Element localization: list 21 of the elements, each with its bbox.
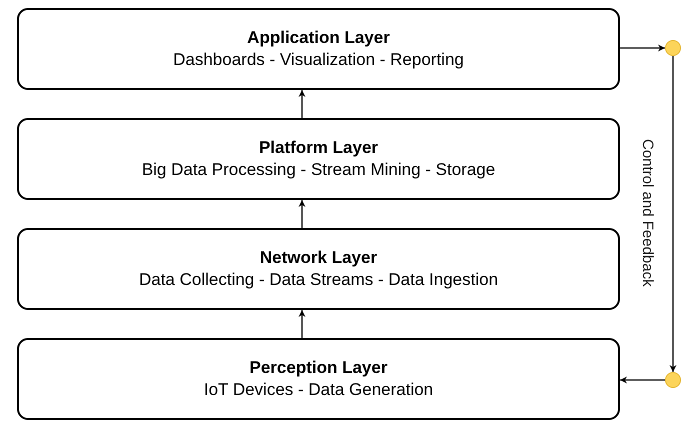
arrow [620,376,665,384]
arrow [620,44,665,52]
layer-description: Data Collecting - Data Streams - Data Ingestion [138,269,498,291]
layer-box [17,8,620,90]
layer-description: IoT Devices - Data Generation [204,379,434,401]
arrow [298,90,306,118]
arrow [298,200,306,228]
edge-label: Control and Feedback [639,139,656,287]
arrow [298,310,306,338]
layer-box [17,228,620,310]
layer-title: Application Layer [247,27,390,49]
layer-description: Dashboards - Visualization - Reporting [173,49,464,71]
arrow [670,56,676,372]
layer-box [17,338,620,420]
connector-dot [665,372,681,388]
layer-box [17,118,620,200]
layer-title: Perception Layer [250,357,388,379]
layer-title: Platform Layer [258,137,378,159]
layer-title: Network Layer [260,247,378,269]
connector-dot [665,40,681,56]
layer-description: Big Data Processing - Stream Mining - Storage [142,159,496,181]
